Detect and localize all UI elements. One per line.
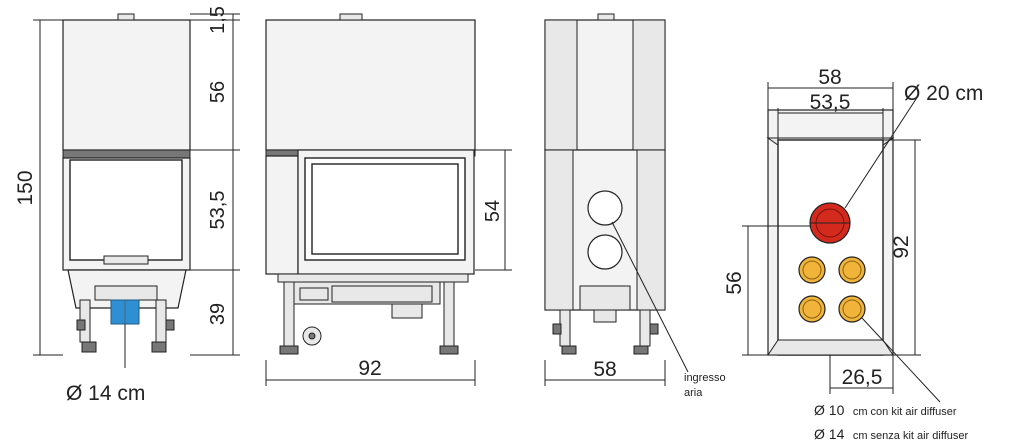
top-note-10-text: cm con kit air diffuser bbox=[853, 406, 957, 418]
front-total-height-label: 150 bbox=[14, 170, 37, 205]
rear-air-inlet-label-line2: aria bbox=[684, 387, 703, 399]
rear-flue-collar bbox=[597, 13, 615, 21]
side-foot-front bbox=[279, 345, 299, 355]
front-base-drawer bbox=[94, 285, 158, 301]
side-bottom-box bbox=[391, 303, 423, 319]
top-outlet-spacing-label: 26,5 bbox=[842, 366, 883, 389]
front-base-height-label: 39 bbox=[207, 303, 229, 325]
rear-bottom-box bbox=[593, 309, 617, 323]
front-top-gap-label: 1,5 bbox=[207, 6, 229, 34]
top-view: 58 53,5 Ø 20 cm 92 56 26,5 Ø 10 cm con k… bbox=[723, 66, 983, 443]
front-hood bbox=[62, 19, 191, 151]
side-glass-inner bbox=[311, 163, 459, 255]
front-glass bbox=[69, 159, 183, 261]
side-flue-collar bbox=[339, 13, 363, 21]
top-note-14-symbol: Ø 14 bbox=[814, 426, 845, 442]
rear-body-right bbox=[636, 149, 666, 311]
side-width-label: 92 bbox=[358, 357, 381, 380]
front-leg-right bbox=[155, 299, 167, 343]
top-main-outlet-leader bbox=[844, 95, 919, 209]
side-left-panel bbox=[265, 155, 299, 275]
front-top-frame bbox=[62, 149, 191, 159]
side-foot-back bbox=[439, 345, 459, 355]
rear-air-inlet-leader bbox=[611, 221, 689, 373]
rear-body-left bbox=[544, 149, 574, 311]
rear-hood-left-panel bbox=[544, 19, 578, 151]
side-hood bbox=[265, 19, 476, 151]
top-outer-width-label: 58 bbox=[818, 66, 841, 89]
top-outlet-depth-label: 56 bbox=[723, 271, 746, 294]
top-main-outlet-label: Ø 20 cm bbox=[904, 82, 983, 105]
front-glass-height-label: 53,5 bbox=[207, 191, 229, 230]
side-glass-height-label: 54 bbox=[482, 200, 504, 222]
rear-air-inlet-lower bbox=[587, 234, 623, 270]
front-outlet-label: Ø 14 cm bbox=[66, 382, 145, 405]
front-foot-right bbox=[151, 341, 167, 353]
top-outlets-leader bbox=[861, 317, 941, 403]
rear-foot-left bbox=[561, 345, 577, 355]
top-depth-label: 92 bbox=[890, 235, 913, 258]
front-view: Ø 14 cm 150 1,5 56 53,5 39 bbox=[14, 6, 240, 405]
top-note-14-text: cm senza kit air diffuser bbox=[853, 430, 969, 442]
rear-view: ingresso aria 58 bbox=[544, 13, 726, 399]
rear-leg-right bbox=[639, 309, 651, 347]
top-note-10-symbol: Ø 10 bbox=[814, 402, 845, 418]
side-ash-drawer bbox=[331, 285, 433, 303]
front-flue-collar bbox=[117, 13, 135, 21]
rear-bottom-connector bbox=[579, 285, 631, 311]
rear-width-label: 58 bbox=[593, 358, 616, 381]
top-bottom-rim bbox=[767, 339, 894, 356]
top-note-10: Ø 10 cm con kit air diffuser bbox=[814, 402, 957, 419]
side-air-tube bbox=[299, 287, 329, 301]
front-upper-height-label: 56 bbox=[207, 81, 229, 103]
top-inner-width-label: 53,5 bbox=[810, 91, 851, 114]
front-leg-knob-left bbox=[76, 319, 86, 331]
top-note-14: Ø 14 cm senza kit air diffuser bbox=[814, 426, 968, 443]
rear-hood-right-panel bbox=[632, 19, 666, 151]
rear-air-inlet-label-line1: ingresso bbox=[684, 372, 726, 384]
side-leg-back bbox=[443, 281, 455, 347]
rear-foot-right bbox=[633, 345, 649, 355]
top-inner-frame bbox=[777, 139, 884, 356]
rear-air-inlet-upper bbox=[587, 190, 623, 226]
front-ash-lip bbox=[103, 255, 149, 265]
front-foot-left bbox=[81, 341, 97, 353]
side-view: 54 92 bbox=[265, 13, 512, 386]
side-leg-front bbox=[283, 281, 295, 347]
front-leg-knob-right bbox=[165, 319, 175, 331]
side-base-plate bbox=[277, 273, 469, 283]
